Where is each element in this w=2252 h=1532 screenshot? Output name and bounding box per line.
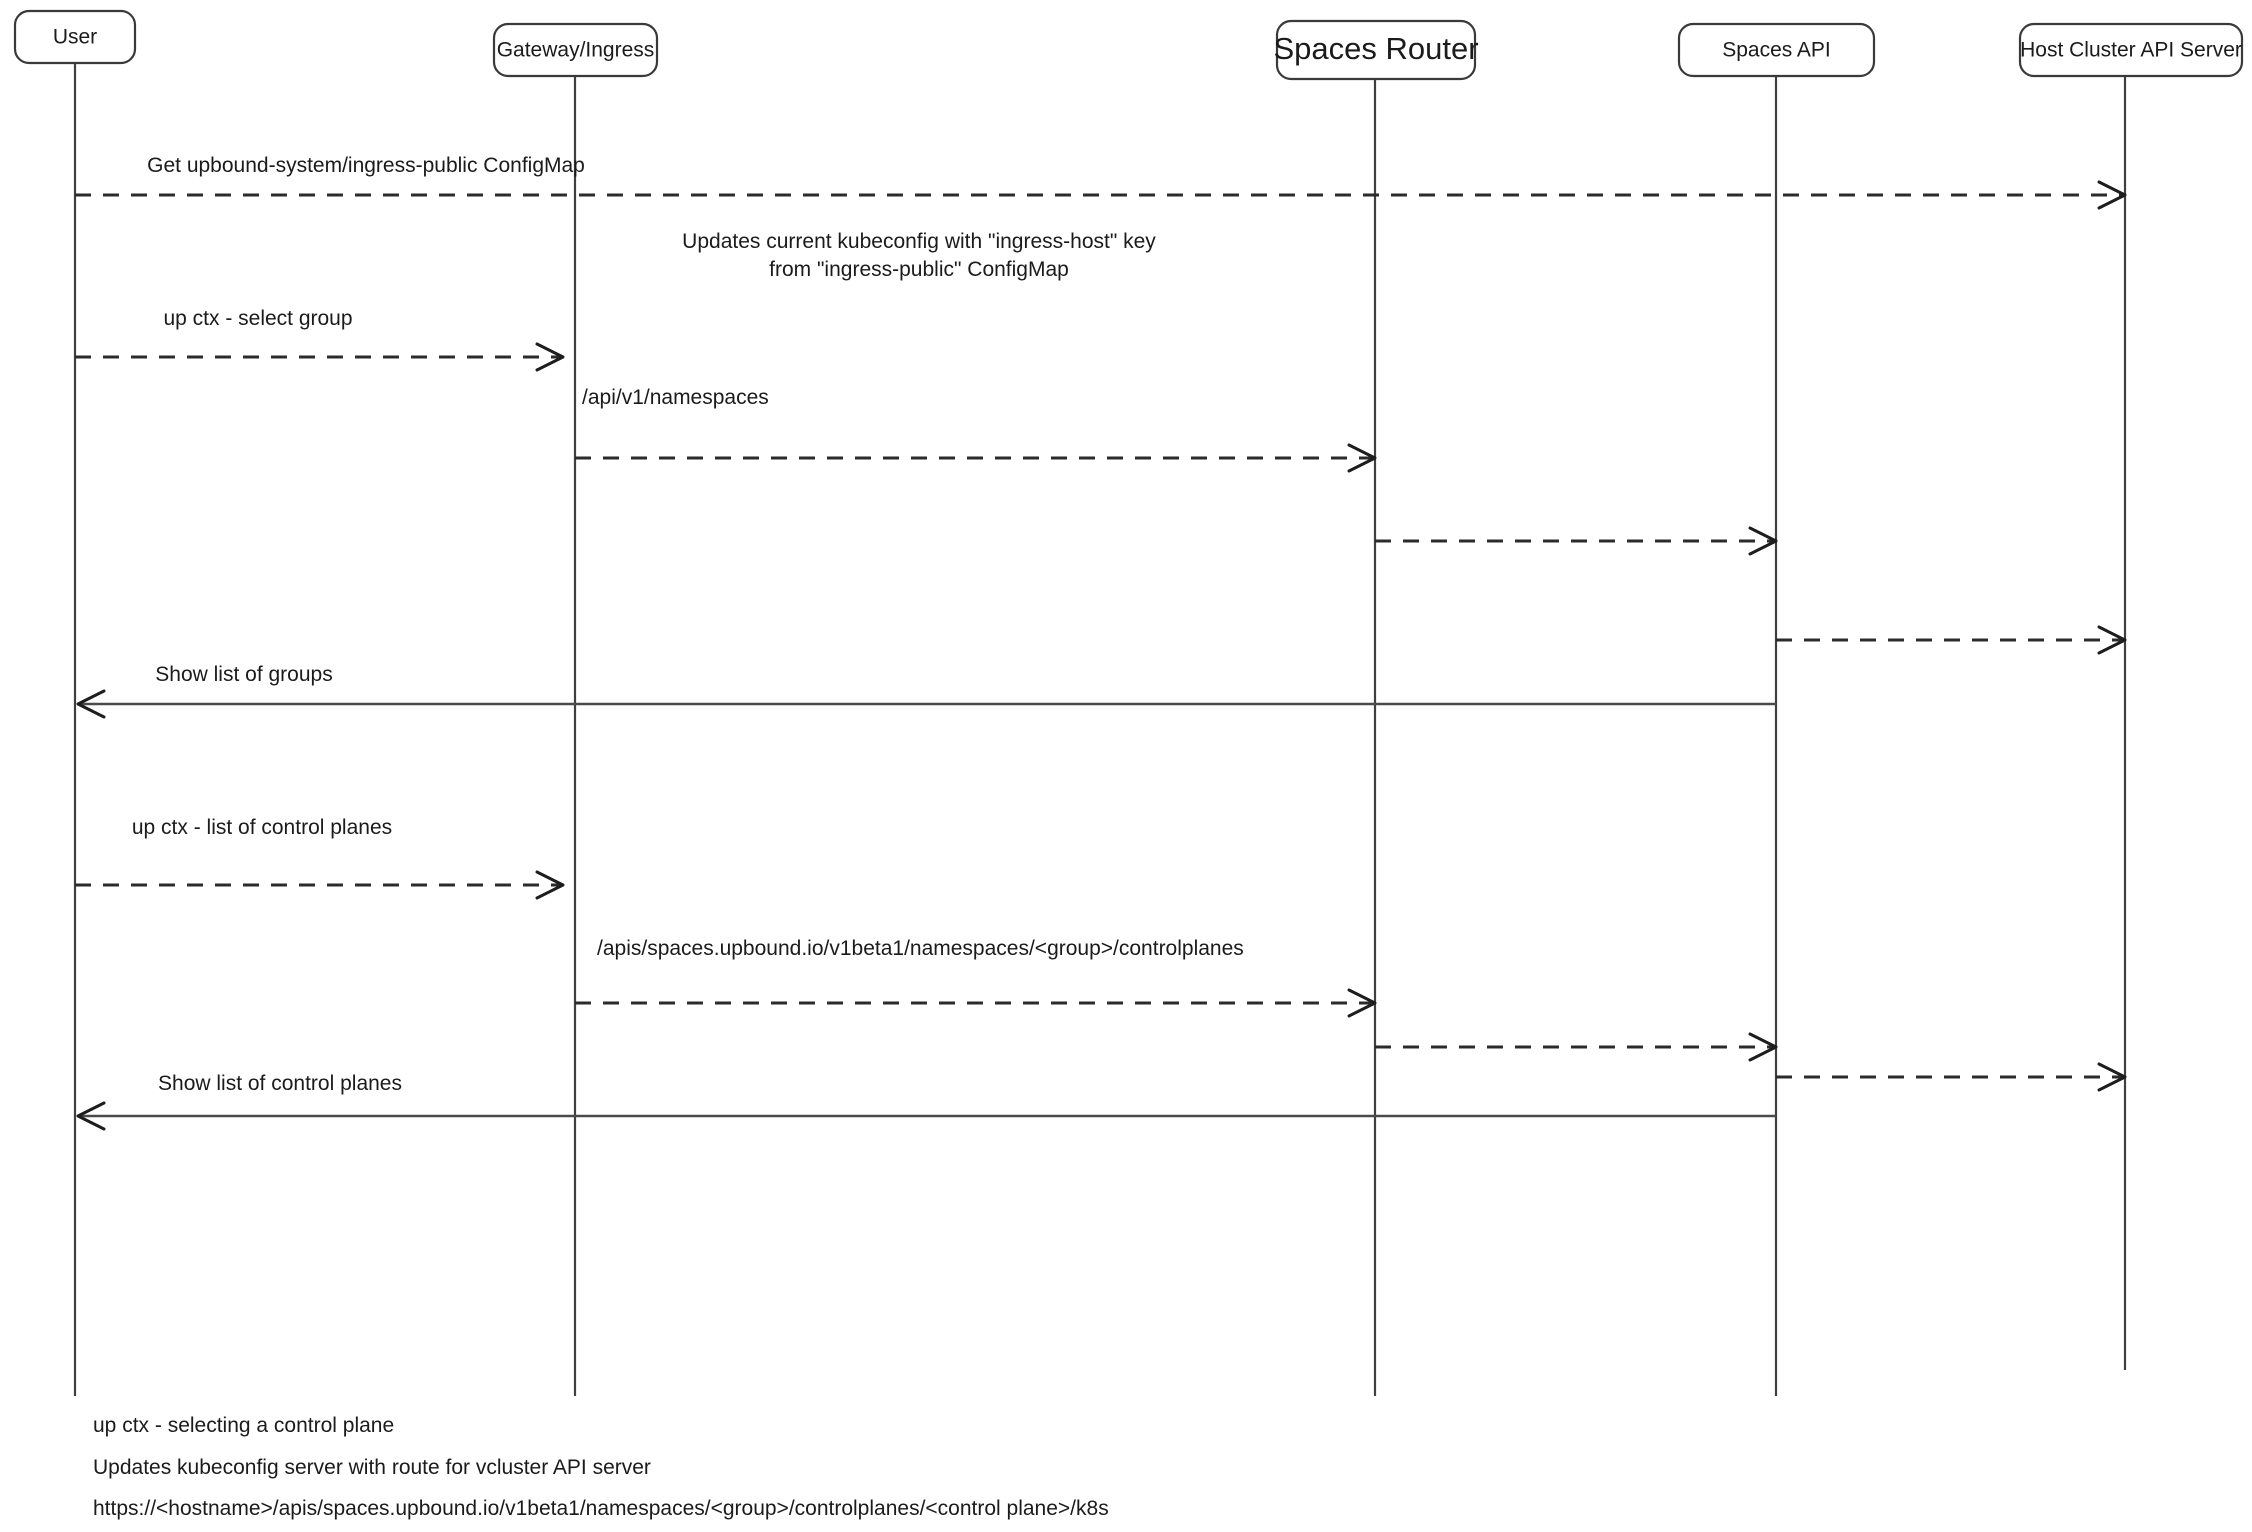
message-m2[interactable]: Updates current kubeconfig with "ingress… bbox=[682, 230, 1156, 281]
participant-spapi[interactable]: Spaces API bbox=[1677, 22, 1876, 78]
lifelines-layer bbox=[73, 63, 2127, 1396]
messages-layer: Get upbound-system/ingress-public Config… bbox=[75, 154, 2127, 1131]
message-m12[interactable]: Show list of control planes bbox=[76, 1072, 1776, 1131]
participant-box-gateway bbox=[492, 22, 659, 78]
message-m3[interactable]: up ctx - select group bbox=[75, 307, 565, 372]
arrow-head-right-m6 bbox=[2097, 625, 2127, 655]
arrow-head-left-m12 bbox=[76, 1101, 106, 1131]
arrow-head-right-m9 bbox=[1347, 988, 1377, 1018]
message-m11[interactable] bbox=[1776, 1062, 2127, 1092]
message-m8[interactable]: up ctx - list of control planes bbox=[75, 816, 565, 900]
participant-box-spapi bbox=[1677, 22, 1876, 78]
message-m6[interactable] bbox=[1776, 625, 2127, 655]
note-n3: https://<hostname>/apis/spaces.upbound.i… bbox=[93, 1497, 1109, 1520]
message-label-m3: up ctx - select group bbox=[163, 307, 352, 330]
message-label-m7: Show list of groups bbox=[155, 663, 332, 686]
participant-label-user: User bbox=[53, 26, 97, 49]
arrow-head-right-m1 bbox=[2097, 180, 2127, 210]
arrow-head-right-m8 bbox=[535, 870, 565, 900]
arrow-head-right-m10 bbox=[1748, 1032, 1778, 1062]
participant-box-host bbox=[2018, 22, 2244, 78]
message-label-m1: Get upbound-system/ingress-public Config… bbox=[147, 154, 585, 177]
participant-label-host: Host Cluster API Server bbox=[2020, 39, 2242, 62]
message-m10[interactable] bbox=[1375, 1032, 1778, 1062]
message-label-m2: Updates current kubeconfig with "ingress… bbox=[682, 230, 1156, 281]
participant-label-router: Spaces Router bbox=[1273, 31, 1478, 66]
participant-box-user bbox=[13, 9, 137, 65]
message-m5[interactable] bbox=[1375, 526, 1778, 556]
arrow-head-left-m7 bbox=[76, 689, 106, 719]
message-m9[interactable]: /apis/spaces.upbound.io/v1beta1/namespac… bbox=[575, 937, 1377, 1018]
note-n1: up ctx - selecting a control plane bbox=[93, 1414, 394, 1437]
message-m4[interactable]: /api/v1/namespaces bbox=[575, 386, 1377, 473]
message-m7[interactable]: Show list of groups bbox=[76, 663, 1776, 719]
participant-box-router bbox=[1275, 19, 1477, 81]
message-m1[interactable]: Get upbound-system/ingress-public Config… bbox=[75, 154, 2127, 210]
note-n2: Updates kubeconfig server with route for… bbox=[93, 1456, 651, 1479]
participant-gateway[interactable]: Gateway/Ingress bbox=[492, 22, 659, 78]
participant-host[interactable]: Host Cluster API Server bbox=[2018, 22, 2244, 78]
message-label-m12: Show list of control planes bbox=[158, 1072, 402, 1095]
message-label-m8: up ctx - list of control planes bbox=[132, 816, 392, 839]
message-label-m4: /api/v1/namespaces bbox=[582, 386, 769, 409]
participant-user[interactable]: User bbox=[13, 9, 137, 65]
notes-layer: up ctx - selecting a control planeUpdate… bbox=[93, 1414, 1109, 1520]
arrow-head-right-m3 bbox=[535, 342, 565, 372]
arrow-head-right-m5 bbox=[1748, 526, 1778, 556]
arrow-head-right-m4 bbox=[1347, 443, 1377, 473]
participant-label-spapi: Spaces API bbox=[1722, 39, 1831, 62]
arrow-head-right-m11 bbox=[2097, 1062, 2127, 1092]
participant-label-gateway: Gateway/Ingress bbox=[497, 39, 655, 62]
participant-router[interactable]: Spaces Router bbox=[1273, 19, 1479, 81]
message-label-m9: /apis/spaces.upbound.io/v1beta1/namespac… bbox=[597, 937, 1244, 960]
